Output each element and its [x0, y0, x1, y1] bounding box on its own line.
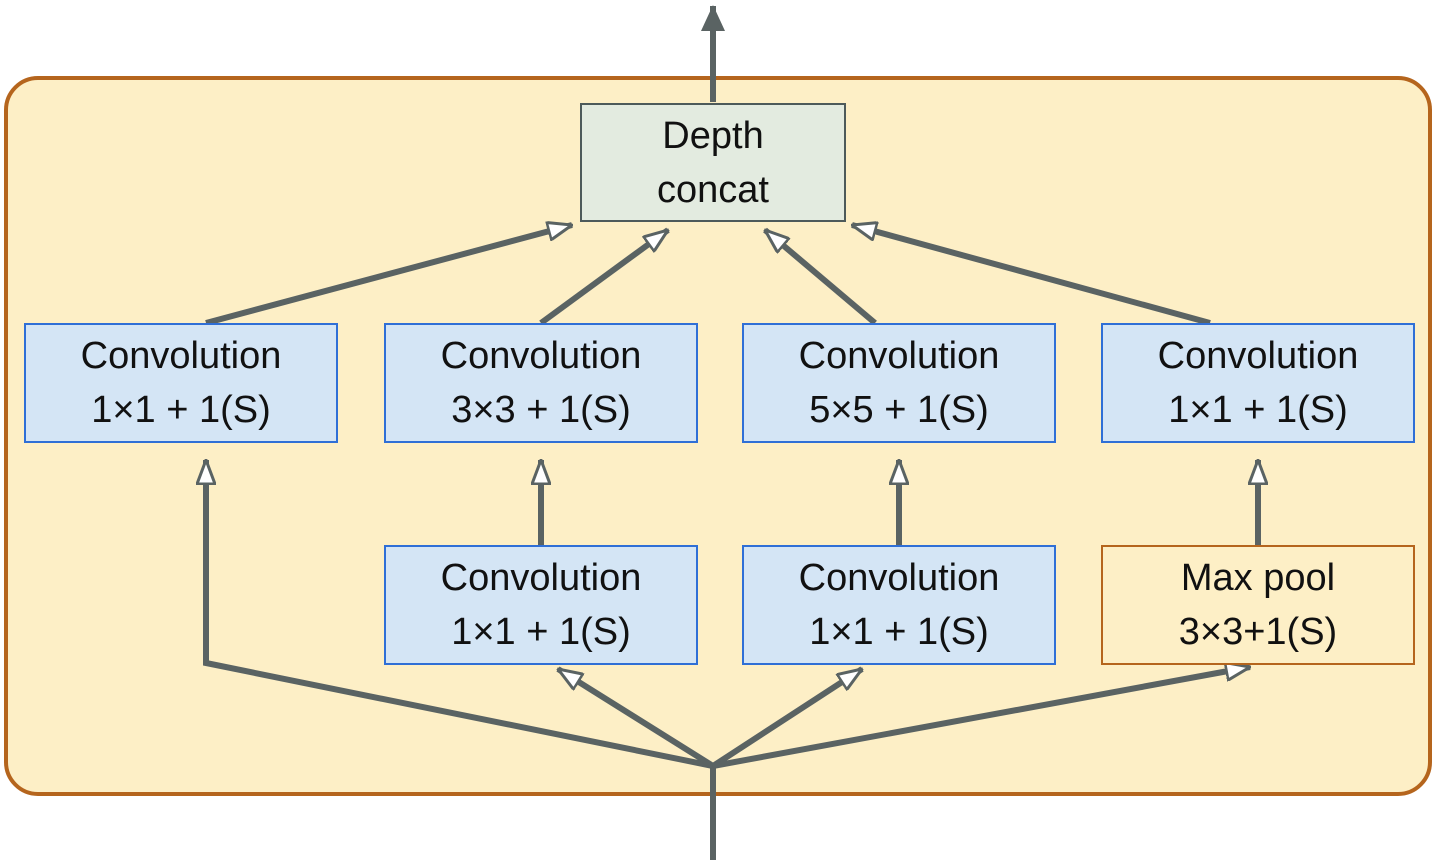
conv4-to-concat-line	[852, 225, 1211, 326]
conv-label: Convolution	[798, 557, 1000, 599]
conv-label: Convolution	[798, 335, 1000, 377]
conv-params-label: 1×1 + 1(S)	[91, 389, 271, 431]
conv-params-label: 5×5 + 1(S)	[809, 389, 989, 431]
depth-concat-box: Depth concat	[580, 103, 846, 222]
conv2-to-concat-line	[539, 230, 668, 326]
hub-to-reduce-3x3-line	[558, 666, 715, 769]
conv-5x5-box: Convolution 5×5 + 1(S)	[742, 323, 1056, 443]
conv-params-label: 1×1 + 1(S)	[451, 611, 631, 653]
conv-label: Convolution	[80, 335, 282, 377]
max-pool-box: Max pool 3×3+1(S)	[1101, 545, 1415, 665]
conv-1x1-reduce-3x3-box: Convolution 1×1 + 1(S)	[384, 545, 698, 665]
conv-1x1-pool-proj-box: Convolution 1×1 + 1(S)	[1101, 323, 1415, 443]
conv-params-label: 1×1 + 1(S)	[809, 611, 989, 653]
conv-1x1-branch1-box: Convolution 1×1 + 1(S)	[24, 323, 338, 443]
depth-concat-label-line1: Depth	[662, 114, 764, 157]
conv-label: Convolution	[440, 557, 642, 599]
conv-1x1-reduce-5x5-box: Convolution 1×1 + 1(S)	[742, 545, 1056, 665]
conv1-to-concat-line	[205, 225, 572, 326]
conv-3x3-box: Convolution 3×3 + 1(S)	[384, 323, 698, 443]
max-pool-label: Max pool	[1180, 557, 1336, 599]
conv-params-label: 3×3 + 1(S)	[451, 389, 631, 431]
max-pool-params-label: 3×3+1(S)	[1178, 611, 1338, 653]
conv3-to-concat-line	[765, 230, 877, 326]
hub-to-maxpool-line	[712, 667, 1250, 769]
conv-params-label: 1×1 + 1(S)	[1168, 389, 1348, 431]
conv-label: Convolution	[1157, 335, 1359, 377]
hub-to-conv1x1-left-line	[206, 460, 714, 769]
conv-label: Convolution	[440, 335, 642, 377]
hub-to-reduce-5x5-line	[711, 666, 862, 769]
depth-concat-label-line2: concat	[657, 168, 769, 211]
